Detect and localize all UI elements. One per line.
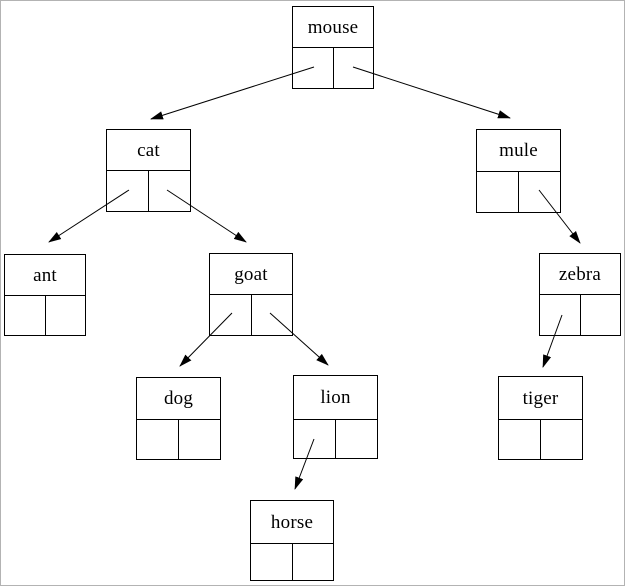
left-pointer-cell xyxy=(5,296,45,335)
right-pointer-cell xyxy=(540,420,582,459)
right-pointer-cell xyxy=(518,172,560,212)
tree-node-cat: cat xyxy=(106,129,191,212)
right-pointer-cell xyxy=(178,420,220,459)
node-pointer-cells xyxy=(5,295,85,335)
right-pointer-cell xyxy=(44,296,86,335)
right-pointer-cell xyxy=(291,544,334,580)
node-label: lion xyxy=(320,387,351,408)
node-label: dog xyxy=(163,388,194,409)
left-pointer-cell xyxy=(540,295,580,335)
tree-node-zebra: zebra xyxy=(539,253,621,336)
tree-node-dog: dog xyxy=(136,377,221,460)
node-label: mule xyxy=(499,140,538,161)
right-pointer-cell xyxy=(579,295,621,335)
node-pointer-cells xyxy=(137,419,220,459)
node-label: zebra xyxy=(558,263,602,285)
tree-node-horse: horse xyxy=(250,500,334,581)
tree-node-goat: goat xyxy=(209,253,293,336)
tree-node-mouse: mouse xyxy=(292,6,374,89)
left-pointer-cell xyxy=(293,48,333,88)
node-pointer-cells xyxy=(210,294,292,335)
node-label: mouse xyxy=(307,16,359,38)
node-label: horse xyxy=(270,511,314,533)
right-pointer-cell xyxy=(335,420,377,458)
right-pointer-cell xyxy=(148,171,190,211)
left-pointer-cell xyxy=(499,420,540,459)
edge-mouse-right-to-mule xyxy=(352,66,511,119)
node-label: cat xyxy=(137,139,160,161)
tree-node-ant: ant xyxy=(4,254,86,336)
tree-node-tiger: tiger xyxy=(498,376,583,460)
node-pointer-cells xyxy=(251,543,333,580)
node-pointer-cells xyxy=(294,419,377,458)
right-pointer-cell xyxy=(332,48,374,88)
left-pointer-cell xyxy=(137,420,178,459)
left-pointer-cell xyxy=(477,172,518,212)
left-pointer-cell xyxy=(210,295,251,335)
edge-mouse-left-to-cat xyxy=(150,66,315,120)
node-pointer-cells xyxy=(499,419,582,459)
left-pointer-cell xyxy=(107,171,148,211)
tree-node-lion: lion xyxy=(293,375,378,459)
node-label: ant xyxy=(33,264,57,286)
node-pointer-cells xyxy=(107,170,190,211)
left-pointer-cell xyxy=(294,420,335,458)
right-pointer-cell xyxy=(250,295,293,335)
node-pointer-cells xyxy=(540,294,620,335)
node-label: goat xyxy=(234,263,268,285)
node-pointer-cells xyxy=(477,171,560,212)
node-pointer-cells xyxy=(293,47,373,88)
left-pointer-cell xyxy=(251,544,292,580)
node-label: tiger xyxy=(522,387,559,409)
tree-node-mule: mule xyxy=(476,129,561,213)
